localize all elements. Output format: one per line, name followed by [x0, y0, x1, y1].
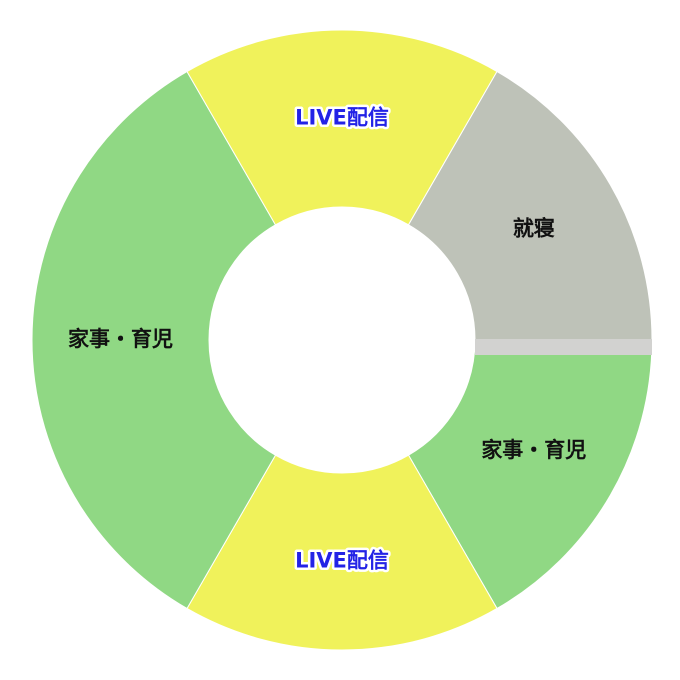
segment-5 — [407, 70, 653, 341]
boundary-band — [475, 339, 652, 355]
segment-4 — [186, 29, 498, 226]
segment-label-5: 就寝 — [513, 216, 555, 240]
segment-3 — [31, 70, 277, 610]
segment-2 — [186, 454, 498, 651]
segment-label-2: LIVE配信 — [295, 549, 389, 573]
segment-layer — [31, 29, 653, 651]
segment-1 — [407, 339, 653, 610]
segment-label-3: 家事・育児 — [68, 327, 173, 351]
segment-label-1: 家事・育児 — [481, 438, 586, 462]
segment-label-4: LIVE配信 — [295, 106, 389, 130]
